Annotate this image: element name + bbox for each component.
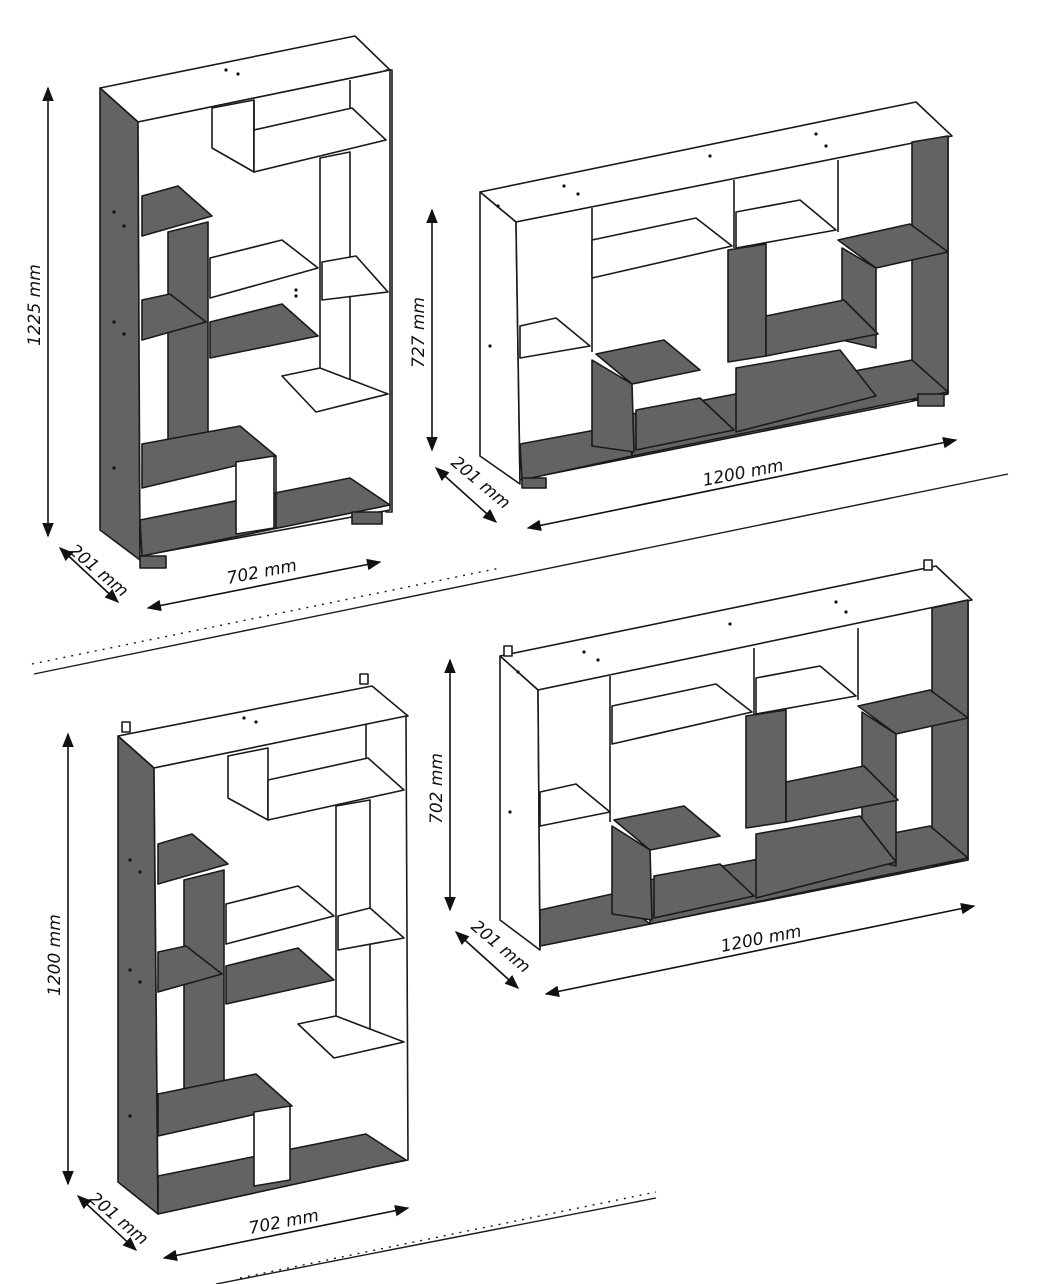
right-step-top [857,689,969,735]
foot [139,555,167,569]
height-dimension-label: 702 mm [427,753,447,824]
shelf-tall-wall [117,673,409,1215]
width-dimension-label: 1200 mm [701,456,785,491]
mid-shelf-dark [785,765,899,823]
upper-shelf [253,107,387,173]
upper-shelf [611,683,753,745]
width-dimension-arrow [526,436,958,532]
right-side-panel [931,599,969,867]
foot [351,511,383,525]
tower-top [157,833,229,885]
step-side [253,1105,291,1187]
foot [917,393,945,407]
wall-bracket [503,645,513,657]
height-dimension-label: 1200 mm [45,914,65,996]
depth-dimension-arrow [76,1195,138,1251]
wall-bracket [121,721,131,733]
step-top [157,1073,293,1137]
divider [745,709,787,829]
tower-top [141,185,213,237]
column-shelf [337,907,405,951]
mid-shelf-dark [765,299,879,357]
lower-shelf-dark [735,349,877,433]
upper-shelf [591,217,733,279]
height-dimension-label: 1225 mm [25,264,45,346]
shelf-tall-floor [99,35,393,569]
floor-line [31,473,1009,675]
depth-dimension-arrow [454,931,520,989]
mid-step-top [595,339,701,385]
left-side-panel [479,191,521,485]
left-cubby-shelf [539,783,611,827]
right-step-top [837,223,949,269]
tower-shelf [141,293,207,341]
shelf-wide-floor [479,101,953,489]
mid-shelf-white [209,239,319,299]
width-dimension-label: 702 mm [225,556,298,589]
right-side-panel [911,135,949,401]
left-side-panel [117,735,159,1215]
width-dimension-arrow [146,558,382,612]
tower-shelf [157,945,223,993]
column-shelf [321,255,389,301]
width-dimension-arrow [544,902,976,998]
column-bottom [281,367,389,413]
shelf-wide-wall [499,559,973,951]
mid-step-top [613,805,721,851]
mid-shelf-dark [225,947,335,1005]
wall-bracket [359,673,369,685]
left-side-panel [499,655,541,951]
left-cubby-shelf [519,317,591,359]
upper-shelf [755,665,857,715]
floor-line [215,1191,657,1284]
upper-shelf [735,199,837,249]
step-side [235,455,275,535]
left-side-panel [99,87,141,561]
depth-dimension-label: 201 mm [65,541,132,602]
width-dimension-arrow [162,1204,410,1262]
mid-shelf-dark [209,303,319,359]
upper-shelf [267,757,405,821]
divider [727,243,767,363]
column-bottom [297,1015,405,1059]
foot [521,477,547,489]
mid-shelf-white [225,885,335,945]
depth-dimension-arrow [58,547,120,603]
wall-bracket [923,559,933,571]
lower-shelf-dark [755,815,897,899]
height-dimension-label: 727 mm [409,297,429,368]
width-dimension-label: 1200 mm [719,922,803,957]
depth-dimension-arrow [434,467,498,523]
